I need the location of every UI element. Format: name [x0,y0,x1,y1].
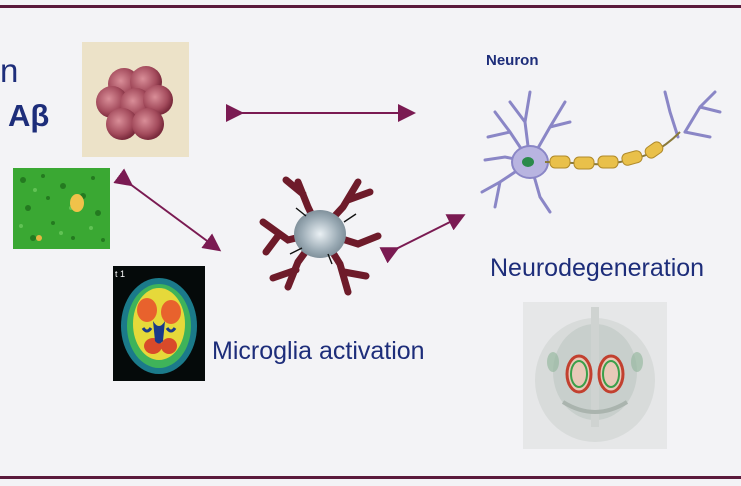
microglia-activation-label: Microglia activation [212,337,425,365]
heading-fragment-1: n [0,52,19,89]
neuron-icon [470,52,725,217]
pet-scan-label: t 1 [115,269,125,279]
top-border [0,5,741,8]
arrow-microglia-neurodegeneration [379,214,466,264]
amyloid-plaque-icon [82,42,189,157]
fluorescence-microscopy-image [13,168,110,249]
heading-fragment-2: Aβ [8,98,50,133]
pet-brain-scan: t 1 [113,266,205,381]
bottom-border [0,476,741,479]
neurodegeneration-label: Neurodegeneration [490,254,705,282]
mri-brain-render [523,302,667,449]
neuron-label: Neuron [486,52,539,69]
microglia-cell-icon [248,152,393,312]
arrow-microscopy-microglia [113,168,222,252]
